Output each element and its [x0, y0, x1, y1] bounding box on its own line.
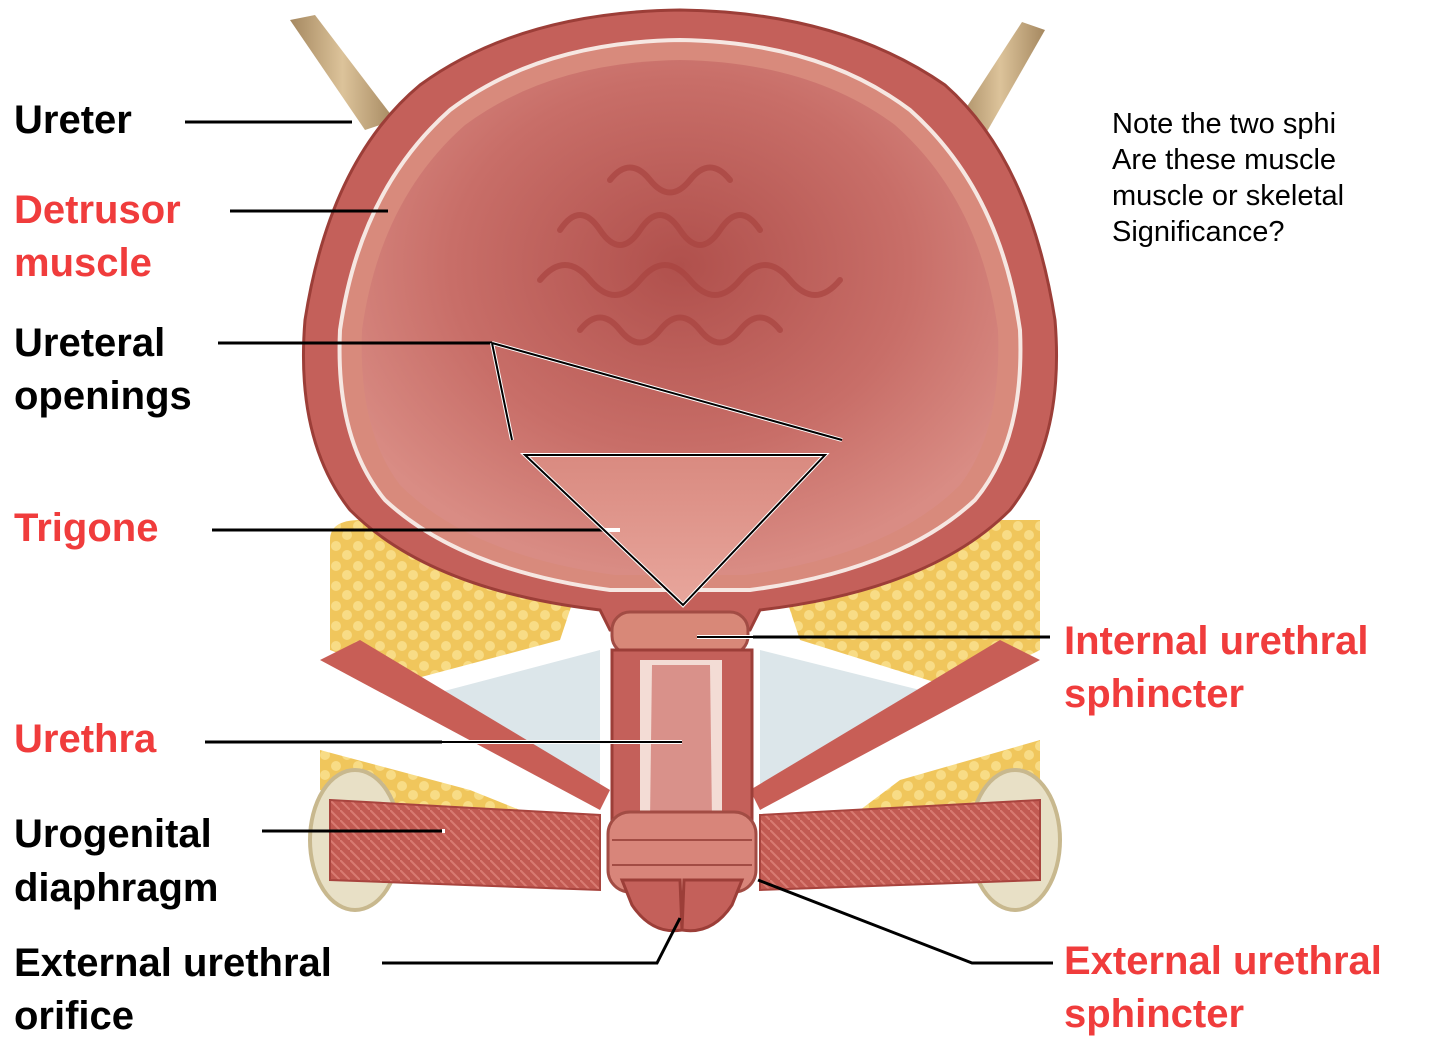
label-detrusor-line1: Detrusor	[14, 184, 181, 237]
label-ext-orifice-line1: External urethral	[14, 937, 332, 990]
urethra-tube	[612, 650, 752, 820]
label-trigone: Trigone	[14, 502, 158, 555]
label-ureteral-line2: openings	[14, 370, 192, 423]
label-detrusor-line2: muscle	[14, 237, 152, 290]
label-int-sphincter-line2: sphincter	[1064, 668, 1244, 721]
note-box: Note the two sphi Are these muscle muscl…	[1112, 106, 1432, 296]
label-ext-sphincter-line1: External urethral	[1064, 935, 1382, 988]
note-line3: muscle or skeletal	[1112, 178, 1344, 214]
label-int-sphincter-line1: Internal urethral	[1064, 615, 1369, 668]
label-urogenital-line1: Urogenital	[14, 808, 212, 861]
label-urethra: Urethra	[14, 713, 156, 766]
note-line1: Note the two sphi	[1112, 106, 1336, 142]
leader-ext-orifice	[382, 918, 680, 963]
note-line2: Are these muscle	[1112, 142, 1336, 178]
label-ureteral-line1: Ureteral	[14, 317, 165, 370]
label-ureter: Ureter	[14, 94, 132, 147]
note-line4: Significance?	[1112, 214, 1285, 250]
label-ext-orifice-line2: orifice	[14, 990, 134, 1043]
label-urogenital-line2: diaphragm	[14, 862, 218, 915]
internal-sphincter-muscle	[612, 612, 748, 654]
label-ext-sphincter-line2: sphincter	[1064, 988, 1244, 1041]
